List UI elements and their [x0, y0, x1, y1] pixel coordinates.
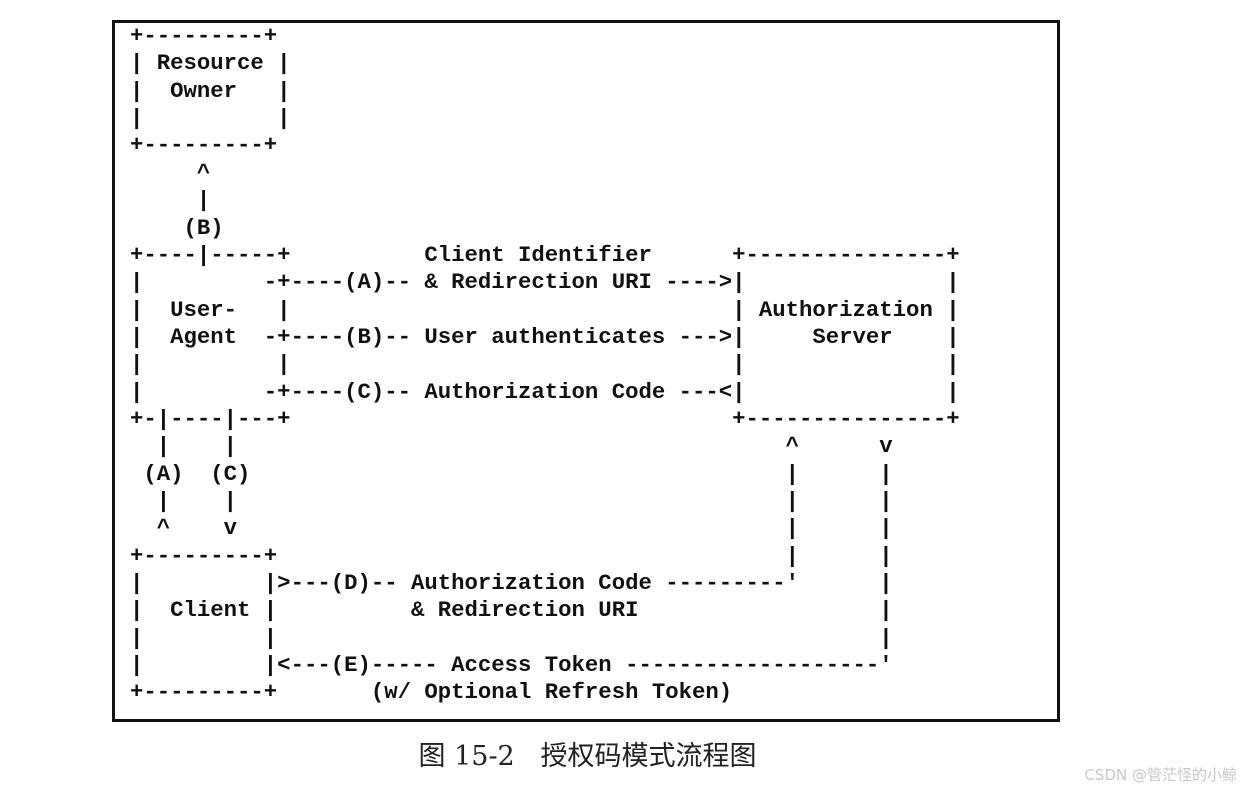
ascii-line-3: | Owner | [130, 77, 291, 104]
watermark: CSDN @管茫怪的小鲸 [1084, 766, 1237, 784]
ascii-line-2: | Resource | [130, 50, 291, 77]
ascii-line-17: (A) (C) | | [130, 460, 893, 487]
ascii-line-9: +----|-----+ Client Identifier +--------… [130, 241, 960, 268]
ascii-line-10: | -+----(A)-- & Redirection URI ---->| | [130, 269, 960, 296]
ascii-line-5: +---------+ [130, 132, 278, 159]
ascii-line-11: | User- | | Authorization | [130, 296, 960, 323]
ascii-line-16: | | ^ v [130, 433, 893, 460]
ascii-line-7: | [130, 187, 211, 214]
ascii-line-19: ^ v | | [130, 515, 893, 542]
ascii-line-6: ^ [130, 159, 211, 186]
ascii-line-20: +---------+ | | [130, 542, 893, 569]
ascii-line-25: +---------+ (w/ Optional Refresh Token) [130, 679, 733, 706]
ascii-line-12: | Agent -+----(B)-- User authenticates -… [130, 323, 960, 350]
ascii-line-8: (B) [130, 214, 224, 241]
ascii-line-18: | | | | [130, 488, 893, 514]
ascii-line-1: +---------+ [130, 23, 278, 49]
ascii-line-24: | |<---(E)----- Access Token -----------… [130, 652, 893, 679]
ascii-line-21: | |>---(D)-- Authorization Code --------… [130, 570, 893, 596]
ascii-line-22: | Client | & Redirection URI | [130, 597, 893, 624]
ascii-line-14: | -+----(C)-- Authorization Code ---<| | [130, 378, 960, 405]
ascii-line-23: | | | [130, 624, 893, 651]
diagram-frame [112, 20, 1060, 722]
ascii-line-4: | | [130, 105, 291, 132]
ascii-line-13: | | | | [130, 351, 960, 378]
ascii-line-15: +-|----|---+ +---------------+ [130, 405, 960, 432]
figure-caption: 图 15-2 授权码模式流程图 [418, 741, 757, 772]
